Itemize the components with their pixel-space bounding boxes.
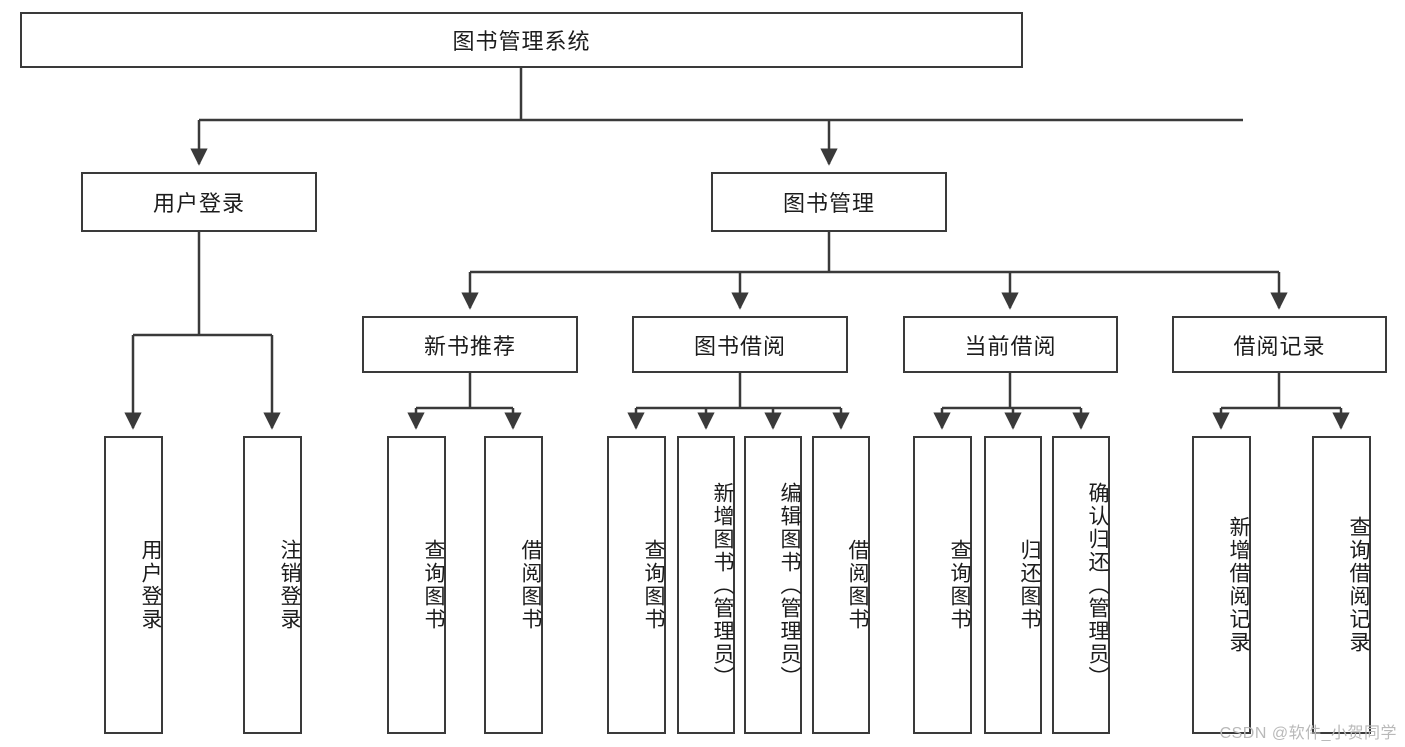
- csdn-watermark: CSDN @软件_小贺同学: [1219, 725, 1397, 742]
- node-borrow-record[interactable]: 借阅记录: [1172, 316, 1387, 373]
- leaf-add-borrow-record[interactable]: 新增借阅记录: [1192, 436, 1251, 734]
- node-user-login[interactable]: 用户登录: [81, 172, 317, 232]
- leaf-query-borrow-record[interactable]: 查询借阅记录: [1312, 436, 1371, 734]
- leaf-logout[interactable]: 注销登录: [243, 436, 302, 734]
- leaf-confirm-return-admin[interactable]: 确认归还（管理员）: [1052, 436, 1110, 734]
- leaf-borrow-book-recommend[interactable]: 借阅图书: [484, 436, 543, 734]
- leaf-user-login[interactable]: 用户登录: [104, 436, 163, 734]
- node-book-management[interactable]: 图书管理: [711, 172, 947, 232]
- leaf-add-book-admin[interactable]: 新增图书（管理员）: [677, 436, 735, 734]
- leaf-return-book[interactable]: 归还图书: [984, 436, 1042, 734]
- node-current-borrow[interactable]: 当前借阅: [903, 316, 1118, 373]
- leaf-query-book[interactable]: 查询图书: [607, 436, 666, 734]
- node-book-borrow[interactable]: 图书借阅: [632, 316, 848, 373]
- leaf-query-book-recommend[interactable]: 查询图书: [387, 436, 446, 734]
- leaf-borrow-book[interactable]: 借阅图书: [812, 436, 870, 734]
- node-root[interactable]: 图书管理系统: [20, 12, 1023, 68]
- leaf-query-book-current[interactable]: 查询图书: [913, 436, 972, 734]
- leaf-edit-book-admin[interactable]: 编辑图书（管理员）: [744, 436, 802, 734]
- node-new-book-recommend[interactable]: 新书推荐: [362, 316, 578, 373]
